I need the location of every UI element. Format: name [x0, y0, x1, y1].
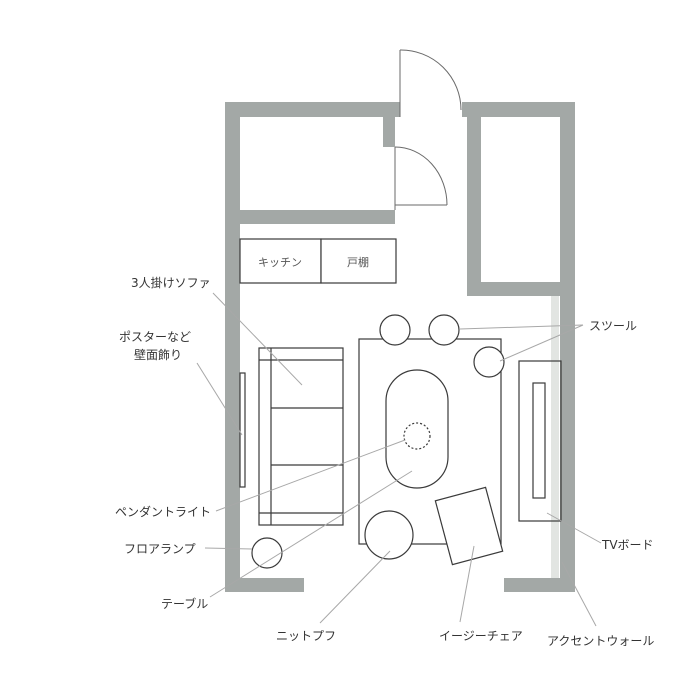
label-stool: スツール [589, 319, 637, 333]
wall-top-left [225, 102, 400, 117]
wall-bottom-right [504, 578, 575, 592]
closet-label: 戸棚 [347, 255, 369, 269]
kitchen-label: キッチン [258, 256, 302, 269]
wall-closet-left [467, 117, 481, 296]
leader-knit-pouf [319, 550, 391, 624]
stool-1 [379, 314, 411, 346]
easy-chair [434, 486, 504, 566]
wall-poster [239, 372, 246, 488]
sofa [258, 347, 344, 526]
leader-pendant [215, 439, 406, 512]
label-poster-line1: ポスターなど [119, 330, 191, 344]
tv [532, 382, 546, 499]
label-poster-line2: 壁面飾り [134, 347, 182, 362]
knit-pouf [364, 510, 414, 560]
label-easy-chair: イージーチェア [439, 629, 523, 643]
label-tv-board: TVボード [601, 538, 654, 552]
closet-unit [320, 238, 397, 284]
bath-door-swing [394, 146, 448, 206]
label-table: テーブル [161, 596, 208, 611]
wall-bath-right [383, 117, 395, 147]
wall-bath-stub [383, 210, 395, 224]
label-accent-wall: アクセントウォール [547, 634, 654, 648]
leader-accent-wall [561, 561, 597, 627]
counter-units [239, 238, 397, 284]
furniture [239, 314, 562, 569]
leader-lines [196, 292, 602, 627]
wall-top-right [462, 102, 575, 117]
rug [358, 338, 502, 545]
label-floor-lamp: フロアランプ [124, 542, 196, 556]
stool-3 [473, 346, 505, 378]
label-pendant-light: ペンダントライト [115, 504, 211, 519]
floor-lamp [251, 537, 283, 569]
wall-left [225, 102, 240, 592]
wall-closet-bottom [467, 282, 560, 296]
leader-poster [196, 362, 243, 436]
doors [394, 49, 462, 210]
leader-table [209, 470, 413, 598]
wall-right [560, 102, 575, 592]
pendant-light [403, 422, 431, 450]
leader-easy-chair [459, 545, 475, 623]
leader-floor-lamp [204, 547, 253, 550]
wall-bottom-left [225, 578, 304, 592]
leader-sofa [212, 292, 303, 386]
label-sofa: 3人掛けソファ [131, 275, 211, 290]
label-knit-pouf: ニットプフ [276, 629, 336, 643]
wall-bath-bottom [240, 210, 383, 224]
entrance-door-swing [399, 49, 462, 111]
stool-2 [428, 314, 460, 346]
tv-board [518, 360, 562, 522]
kitchen-unit [239, 238, 322, 284]
accent-wall-strip [551, 296, 559, 582]
walls [225, 102, 575, 592]
leader-tv-board [546, 512, 602, 544]
leader-stool-1 [459, 324, 584, 330]
leader-stool-2 [499, 324, 584, 362]
dining-table [385, 369, 449, 489]
